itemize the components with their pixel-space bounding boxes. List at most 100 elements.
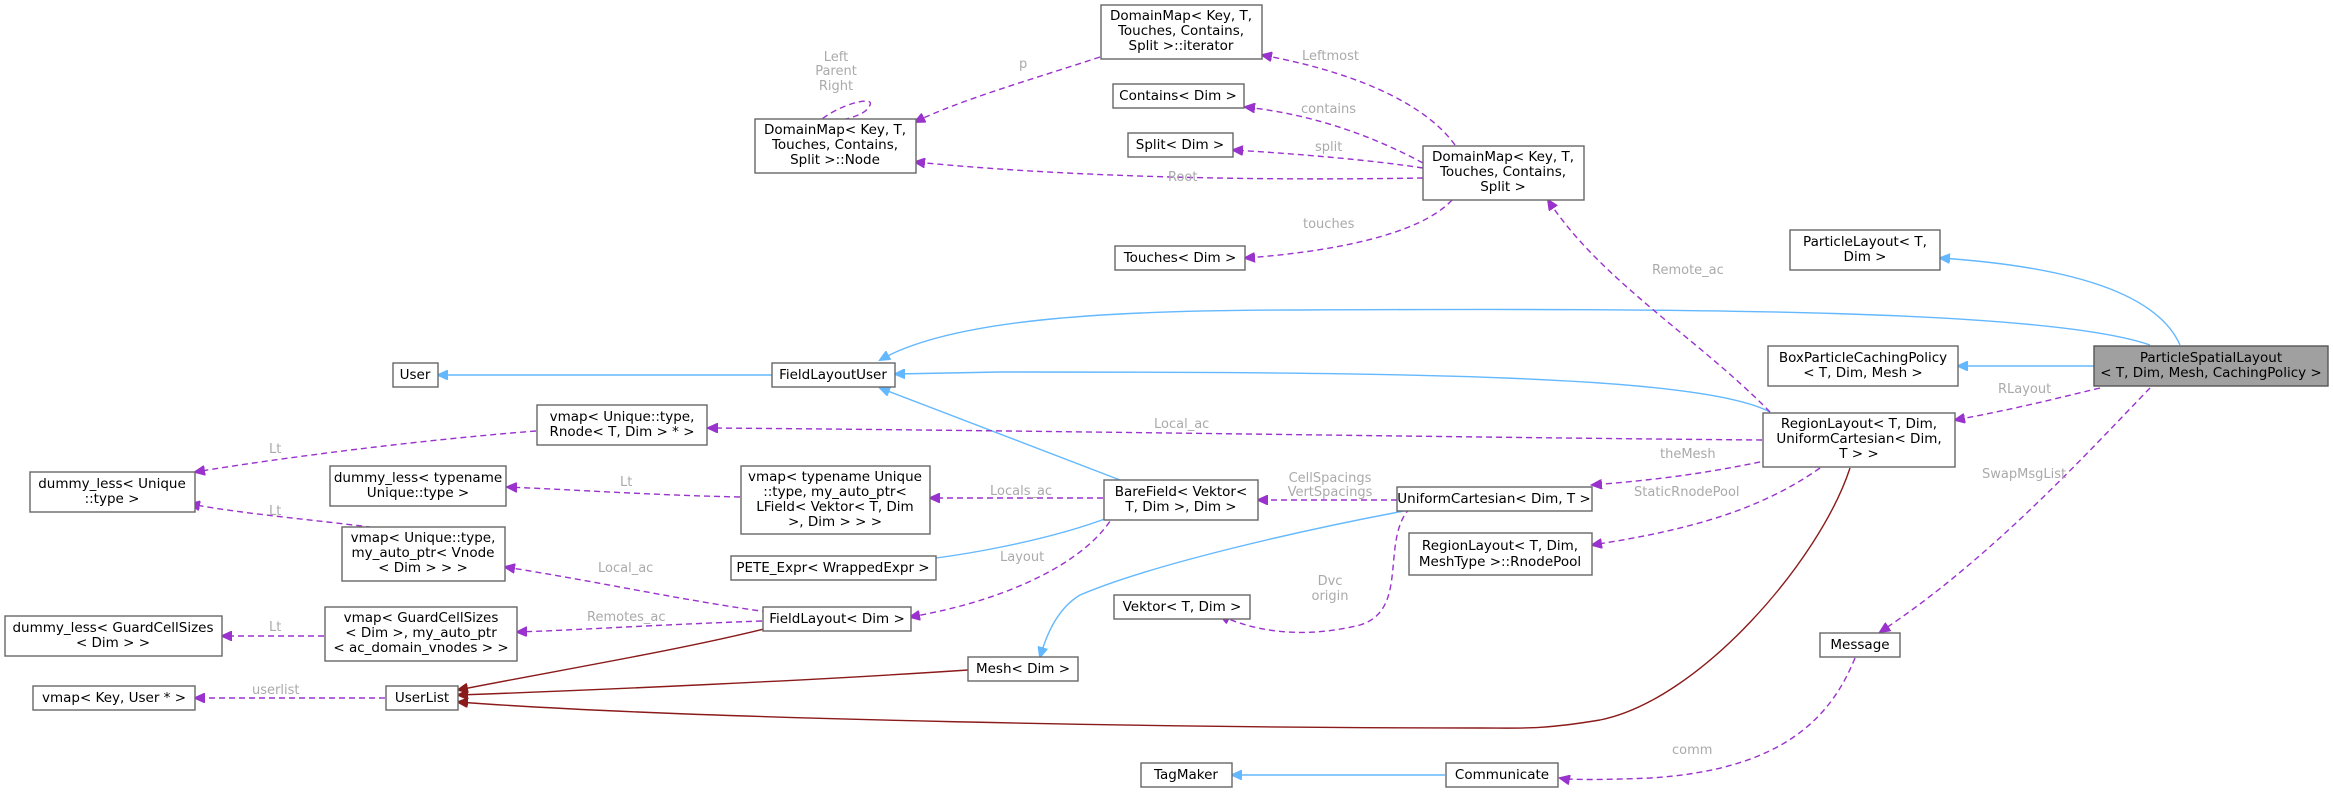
svg-text:Vektor< T, Dim >: Vektor< T, Dim >: [1123, 599, 1242, 615]
svg-text:T > >: T > >: [1838, 446, 1878, 462]
node-barefield[interactable]: BareField< Vektor< T, Dim >, Dim >: [1103, 479, 1259, 521]
svg-text:Split >: Split >: [1480, 179, 1526, 195]
svg-text:< Dim > > >: < Dim > > >: [378, 560, 468, 576]
node-vmap-key-user[interactable]: vmap< Key, User * >: [32, 685, 196, 711]
edge-field-layout-to-vmap-guard: [517, 620, 763, 632]
svg-text:BareField< Vektor<: BareField< Vektor<: [1115, 484, 1248, 500]
edge-region-layout-to-domainmap: [1548, 200, 1771, 413]
edge-particle-spatial-to-particle-layout: [1940, 258, 2181, 346]
svg-text:my_auto_ptr< Vnode: my_auto_ptr< Vnode: [352, 545, 495, 561]
node-vmap-guard[interactable]: vmap< GuardCellSizes < Dim >, my_auto_pt…: [324, 606, 518, 662]
label-rlayout: RLayout: [1998, 382, 2051, 397]
node-tagmaker[interactable]: TagMaker: [1140, 762, 1233, 788]
edge-vmap-vnode-to-dummy-less: [190, 504, 393, 531]
node-region-rnodepool[interactable]: RegionLayout< T, Dim, MeshType >::RnodeP…: [1408, 532, 1593, 576]
svg-text:PETE_Expr< WrappedExpr >: PETE_Expr< WrappedExpr >: [736, 560, 929, 576]
node-uniform-cartesian[interactable]: UniformCartesian< Dim, T >: [1396, 486, 1593, 512]
node-particle-spatial-layout[interactable]: ParticleSpatialLayout < T, Dim, Mesh, Ca…: [2093, 345, 2329, 387]
svg-text:BoxParticleCachingPolicy: BoxParticleCachingPolicy: [1779, 350, 1947, 366]
label-cell-spacings: CellSpacings: [1289, 471, 1372, 486]
node-box-particle-caching-policy[interactable]: BoxParticleCachingPolicy < T, Dim, Mesh …: [1767, 345, 1959, 387]
label-root: Root: [1168, 170, 1197, 185]
label-remotes-ac: Remotes_ac: [587, 610, 666, 625]
edge-vmap-rnode-to-dummy-less: [195, 430, 537, 472]
svg-text:ParticleSpatialLayout: ParticleSpatialLayout: [2140, 350, 2282, 366]
label-comm: comm: [1672, 743, 1712, 758]
edge-region-layout-to-field-layout-user: [895, 372, 1771, 413]
label-lt-rnode: Lt: [269, 442, 281, 457]
svg-text:DomainMap< Key, T,: DomainMap< Key, T,: [1110, 8, 1252, 24]
svg-text:Message: Message: [1830, 637, 1889, 653]
svg-text:UserList: UserList: [395, 690, 449, 706]
svg-text:>, Dim > > >: >, Dim > > >: [788, 514, 882, 530]
edge-domainmap-to-touches: [1245, 199, 1453, 258]
label-origin: origin: [1311, 589, 1348, 604]
svg-text:::type >: ::type >: [85, 491, 140, 507]
node-userlist[interactable]: UserList: [385, 685, 459, 711]
label-node-right: Right: [819, 79, 853, 94]
node-field-layout[interactable]: FieldLayout< Dim >: [762, 606, 912, 632]
node-dummy-less-typename[interactable]: dummy_less< typename Unique::type >: [329, 465, 507, 507]
svg-text:Rnode< T, Dim > * >: Rnode< T, Dim > * >: [549, 424, 694, 440]
node-vmap-vnode[interactable]: vmap< Unique::type, my_auto_ptr< Vnode <…: [341, 526, 506, 582]
edge-particle-spatial-to-region-layout: [1955, 387, 2101, 420]
svg-text:Contains< Dim >: Contains< Dim >: [1119, 88, 1237, 104]
svg-text:vmap< typename Unique: vmap< typename Unique: [748, 469, 922, 485]
label-layout: Layout: [1000, 550, 1044, 565]
node-field-layout-user[interactable]: FieldLayoutUser: [771, 362, 896, 388]
node-split[interactable]: Split< Dim >: [1127, 132, 1234, 158]
node-communicate[interactable]: Communicate: [1445, 762, 1559, 788]
node-particle-layout[interactable]: ParticleLayout< T, Dim >: [1789, 229, 1941, 271]
svg-text:dummy_less< typename: dummy_less< typename: [334, 470, 502, 486]
label-locals-ac: Locals_ac: [990, 484, 1052, 499]
node-vmap-typename[interactable]: vmap< typename Unique ::type, my_auto_pt…: [740, 465, 931, 535]
svg-text:dummy_less< Unique: dummy_less< Unique: [38, 476, 186, 492]
node-mesh[interactable]: Mesh< Dim >: [967, 656, 1079, 682]
svg-text:Touches, Contains,: Touches, Contains,: [1117, 23, 1244, 39]
svg-text:vmap< GuardCellSizes: vmap< GuardCellSizes: [344, 610, 499, 626]
edge-barefield-to-field-layout: [910, 512, 1116, 617]
node-dummy-less-unique[interactable]: dummy_less< Unique ::type >: [29, 471, 196, 513]
svg-text:Split >::Node: Split >::Node: [790, 152, 880, 168]
edge-region-layout-to-vmap-rnode: [708, 428, 1763, 441]
node-vektor[interactable]: Vektor< T, Dim >: [1113, 594, 1251, 620]
label-remote-ac: Remote_ac: [1652, 263, 1724, 278]
node-user[interactable]: User: [392, 362, 439, 388]
edge-particle-spatial-to-field-layout-user: [880, 308, 2151, 360]
svg-text:RegionLayout< T, Dim,: RegionLayout< T, Dim,: [1422, 538, 1578, 554]
node-domainmap-iterator[interactable]: DomainMap< Key, T, Touches, Contains, Sp…: [1100, 4, 1263, 60]
label-userlist: userlist: [252, 683, 299, 698]
node-vmap-rnode[interactable]: vmap< Unique::type, Rnode< T, Dim > * >: [536, 404, 708, 446]
edge-domainmap-to-split: [1233, 150, 1424, 169]
node-domainmap[interactable]: DomainMap< Key, T, Touches, Contains, Sp…: [1422, 145, 1585, 201]
svg-text:LField< Vektor< T, Dim: LField< Vektor< T, Dim: [756, 499, 913, 515]
node-region-layout[interactable]: RegionLayout< T, Dim, UniformCartesian< …: [1762, 412, 1956, 468]
node-touches[interactable]: Touches< Dim >: [1114, 245, 1246, 271]
edge-domainmap-to-contains: [1245, 107, 1424, 164]
edge-field-layout-to-vmap-vnode: [505, 567, 769, 613]
node-domainmap-node[interactable]: DomainMap< Key, T, Touches, Contains, Sp…: [754, 118, 917, 174]
svg-text:< Dim > >: < Dim > >: [76, 635, 150, 651]
label-local-ac-rnode: Local_ac: [1154, 417, 1209, 432]
edge-vmap-typename-to-dummy-less-typename: [507, 487, 741, 498]
edge-uniform-cartesian-to-vektor: [1220, 507, 1411, 634]
svg-text:Dim >: Dim >: [1844, 249, 1887, 265]
edge-message-to-communicate: [1560, 657, 1856, 780]
nodes: DomainMap< Key, T, Touches, Contains, Sp…: [4, 4, 2329, 788]
label-vert-spacings: VertSpacings: [1288, 485, 1373, 500]
edge-region-layout-to-userlist: [458, 467, 1851, 729]
edge-iterator-to-node: [915, 56, 1101, 122]
svg-text:MeshType >::RnodePool: MeshType >::RnodePool: [1419, 554, 1581, 570]
label-themesh: theMesh: [1660, 447, 1716, 462]
node-contains[interactable]: Contains< Dim >: [1112, 83, 1245, 109]
edge-mesh-to-userlist: [458, 669, 969, 695]
label-split: split: [1315, 140, 1342, 155]
node-pete-expr[interactable]: PETE_Expr< WrappedExpr >: [730, 555, 937, 581]
label-node-left: Left: [824, 50, 848, 65]
svg-text:vmap< Unique::type,: vmap< Unique::type,: [550, 409, 695, 425]
svg-text:Split< Dim >: Split< Dim >: [1136, 137, 1224, 153]
node-message[interactable]: Message: [1819, 632, 1901, 658]
node-dummy-less-guard[interactable]: dummy_less< GuardCellSizes < Dim > >: [4, 615, 223, 657]
svg-text:DomainMap< Key, T,: DomainMap< Key, T,: [764, 122, 906, 138]
label-lt-vnode: Lt: [269, 504, 281, 519]
